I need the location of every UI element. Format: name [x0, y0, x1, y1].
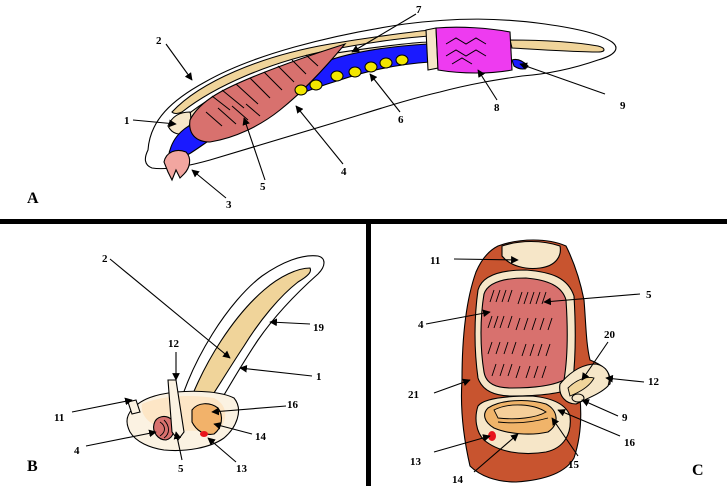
label-b-12: 12 — [168, 338, 180, 350]
egg — [365, 62, 377, 72]
label-a-5: 5 — [260, 181, 266, 193]
panel-a: 1 2 3 4 5 6 7 8 9 A — [27, 4, 626, 211]
label-b-5: 5 — [178, 463, 184, 475]
panel-c-small-ring — [572, 394, 584, 402]
horizontal-divider — [0, 219, 727, 224]
label-b-1: 1 — [316, 371, 322, 383]
label-b-13: 13 — [236, 463, 248, 475]
label-c-13: 13 — [410, 456, 422, 468]
label-b-16: 16 — [287, 399, 299, 411]
label-a-8: 8 — [494, 102, 500, 114]
egg — [310, 80, 322, 90]
panel-letter-c: C — [692, 462, 704, 479]
label-b-2: 2 — [102, 253, 108, 265]
label-a-6: 6 — [398, 114, 404, 126]
label-a-7: 7 — [416, 4, 422, 16]
egg — [295, 85, 307, 95]
label-b-4: 4 — [74, 445, 80, 457]
label-a-2: 2 — [156, 35, 162, 47]
label-c-12: 12 — [648, 376, 660, 388]
label-c-15: 15 — [568, 459, 580, 471]
label-c-14: 14 — [452, 474, 464, 486]
label-a-1: 1 — [124, 115, 130, 127]
label-a-9: 9 — [620, 100, 626, 112]
egg — [349, 67, 361, 77]
panel-b-red-spot — [200, 431, 208, 437]
label-c-5: 5 — [646, 289, 652, 301]
egg — [331, 71, 343, 81]
label-c-11: 11 — [430, 255, 440, 267]
label-c-4: 4 — [418, 319, 424, 331]
egg — [396, 55, 408, 65]
panel-letter-a: A — [27, 190, 39, 207]
egg — [380, 58, 392, 68]
panel-b: 1 2 4 5 11 12 13 14 16 19 B — [27, 253, 325, 475]
panel-a-magenta-organ — [436, 27, 512, 73]
label-b-19: 19 — [313, 322, 325, 334]
panel-c: 4 5 9 11 12 13 14 15 16 20 21 C — [408, 240, 704, 486]
panel-a-pink-papilla — [164, 150, 190, 180]
vertical-divider — [366, 224, 371, 486]
label-c-9: 9 — [622, 412, 628, 424]
label-a-4: 4 — [341, 166, 347, 178]
label-b-11: 11 — [54, 412, 64, 424]
label-c-20: 20 — [604, 329, 616, 341]
label-c-21: 21 — [408, 389, 419, 401]
panel-letter-b: B — [27, 458, 38, 475]
label-a-3: 3 — [226, 199, 232, 211]
label-c-16: 16 — [624, 437, 636, 449]
label-b-14: 14 — [255, 431, 267, 443]
